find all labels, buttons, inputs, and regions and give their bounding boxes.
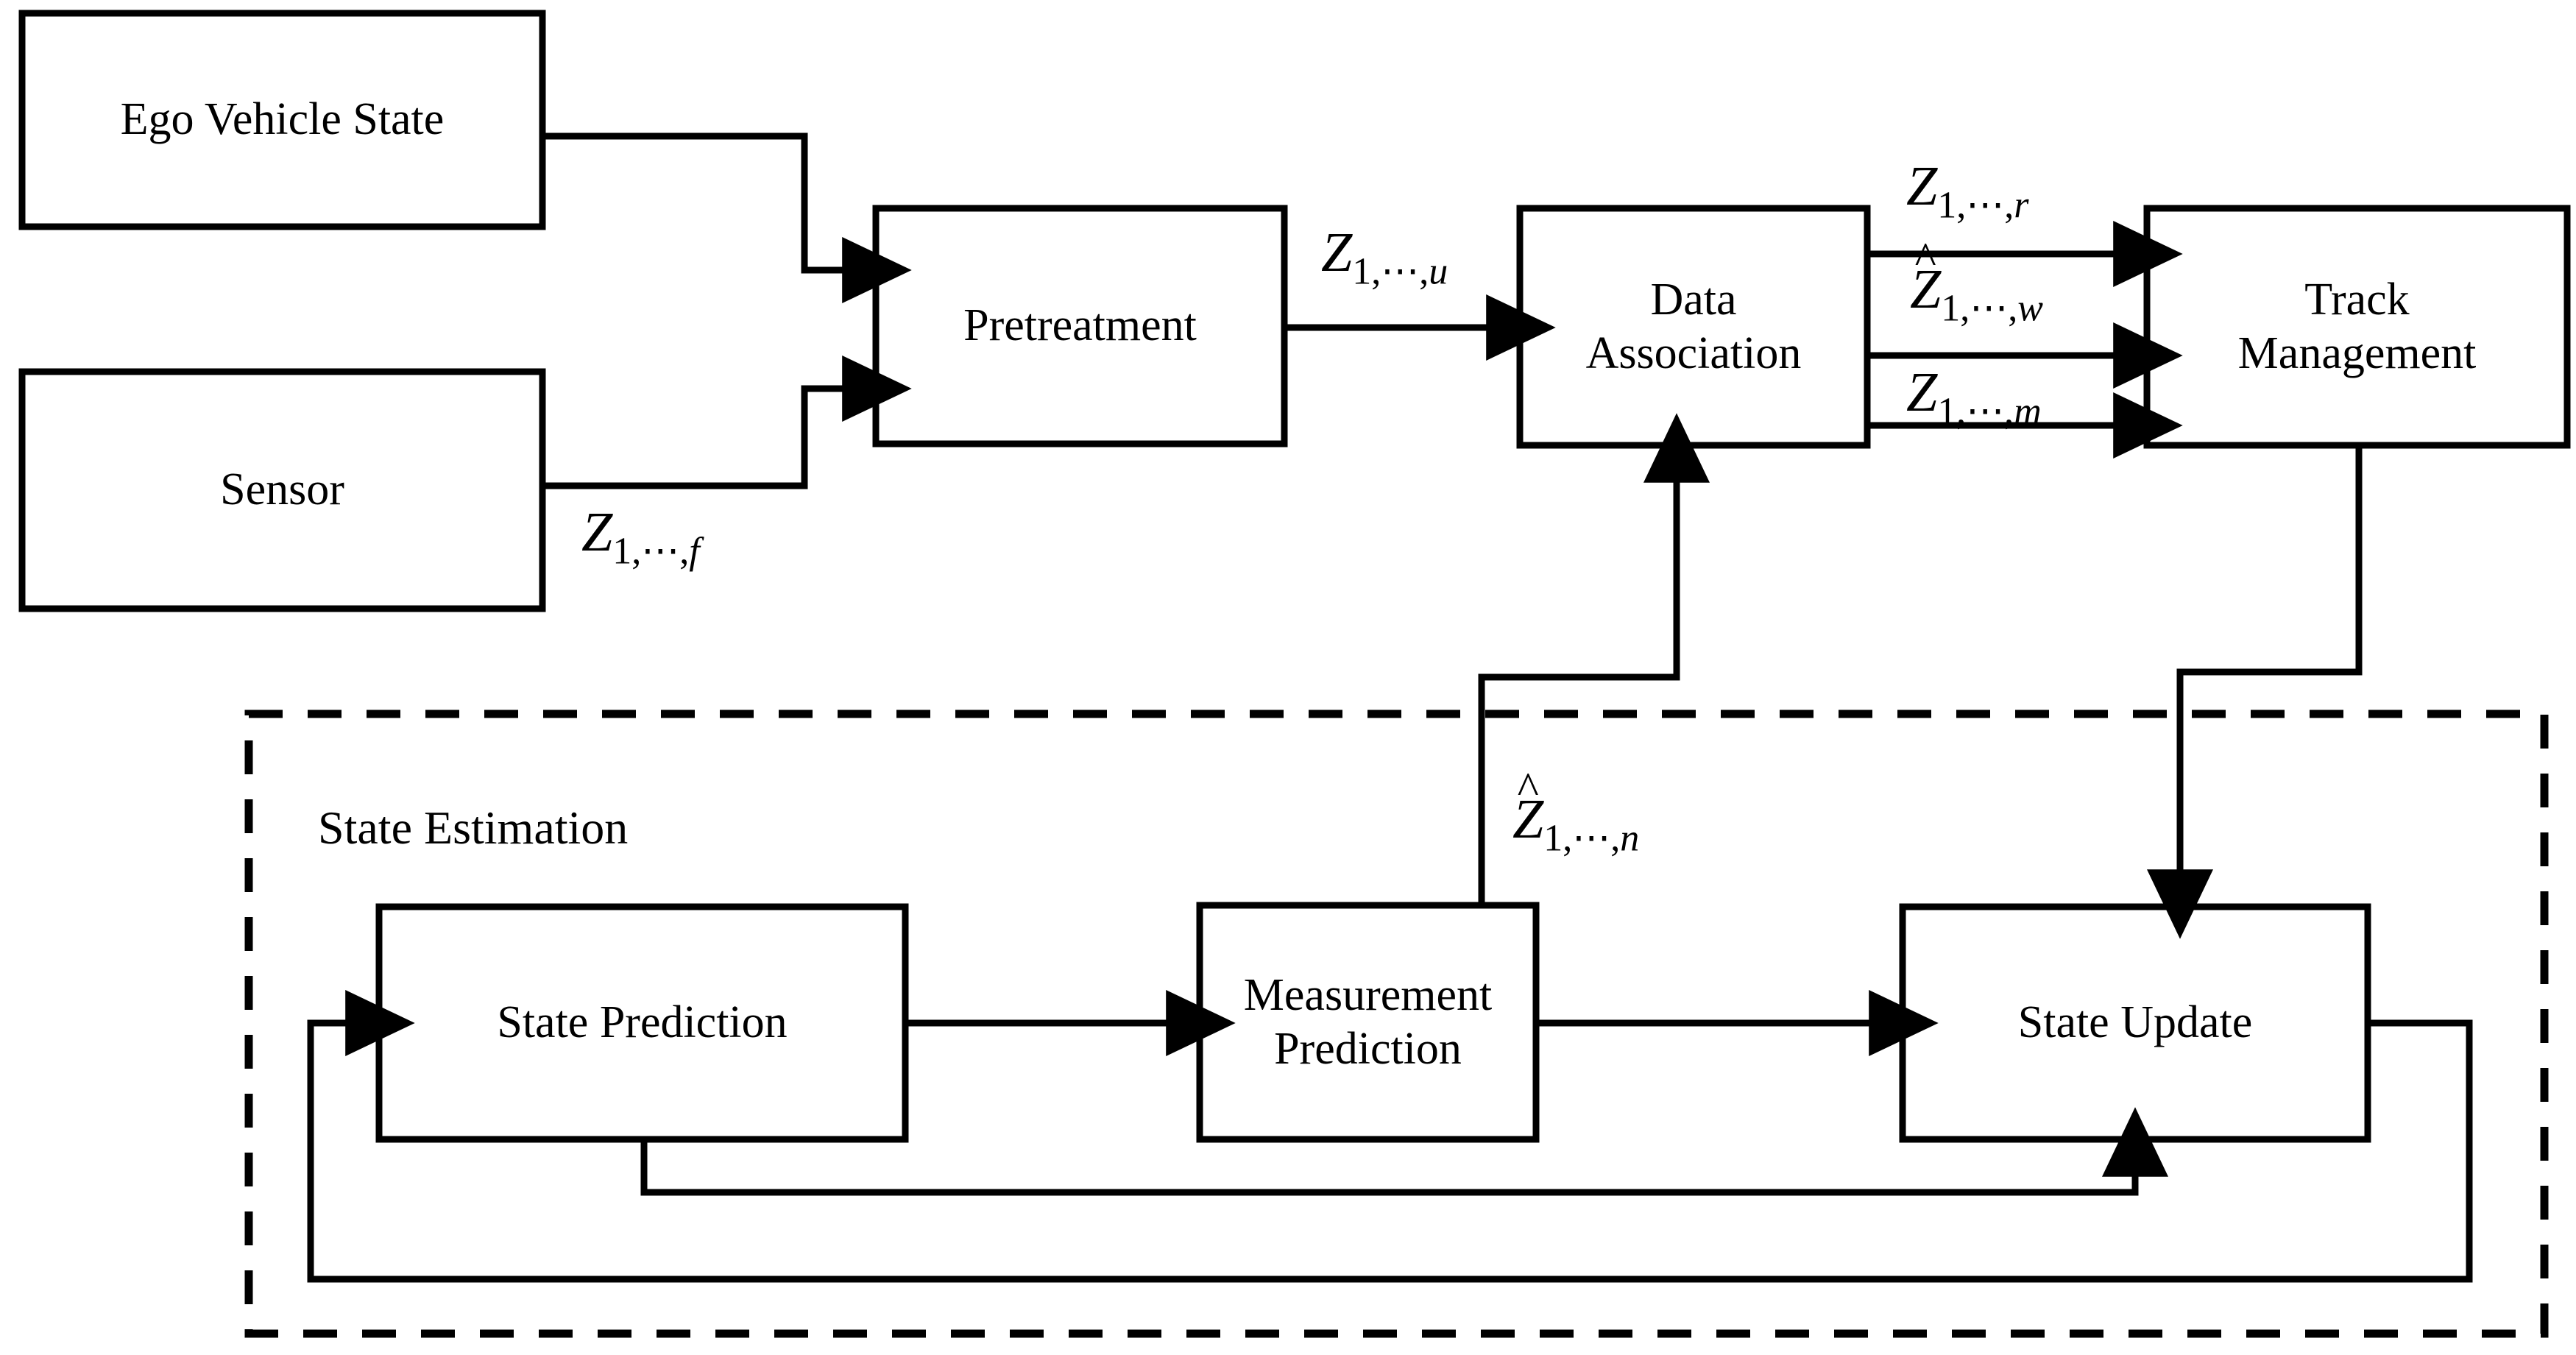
box-ego-vehicle-state[interactable] [18,10,546,230]
edge-measurement-to-association [1478,413,1710,905]
box-pretreatment[interactable] [872,205,1288,447]
box-state-prediction[interactable] [375,903,909,1143]
edge-ego-to-pretreatment [542,132,912,303]
box-state-update[interactable] [1899,903,2371,1143]
box-measurement-prediction[interactable] [1196,902,1540,1143]
edge-sensor-to-pretreatment [542,355,912,489]
box-data-association[interactable] [1516,205,1871,449]
edge-track-to-state-update [2147,445,2363,939]
state-estimation-dashed-border [244,710,2549,1338]
edge-prediction-feedback-to-update [640,1107,2168,1196]
box-sensor[interactable] [18,368,546,612]
box-track-management[interactable] [2143,205,2571,449]
edge-update-feedback-to-prediction [307,990,2473,1283]
